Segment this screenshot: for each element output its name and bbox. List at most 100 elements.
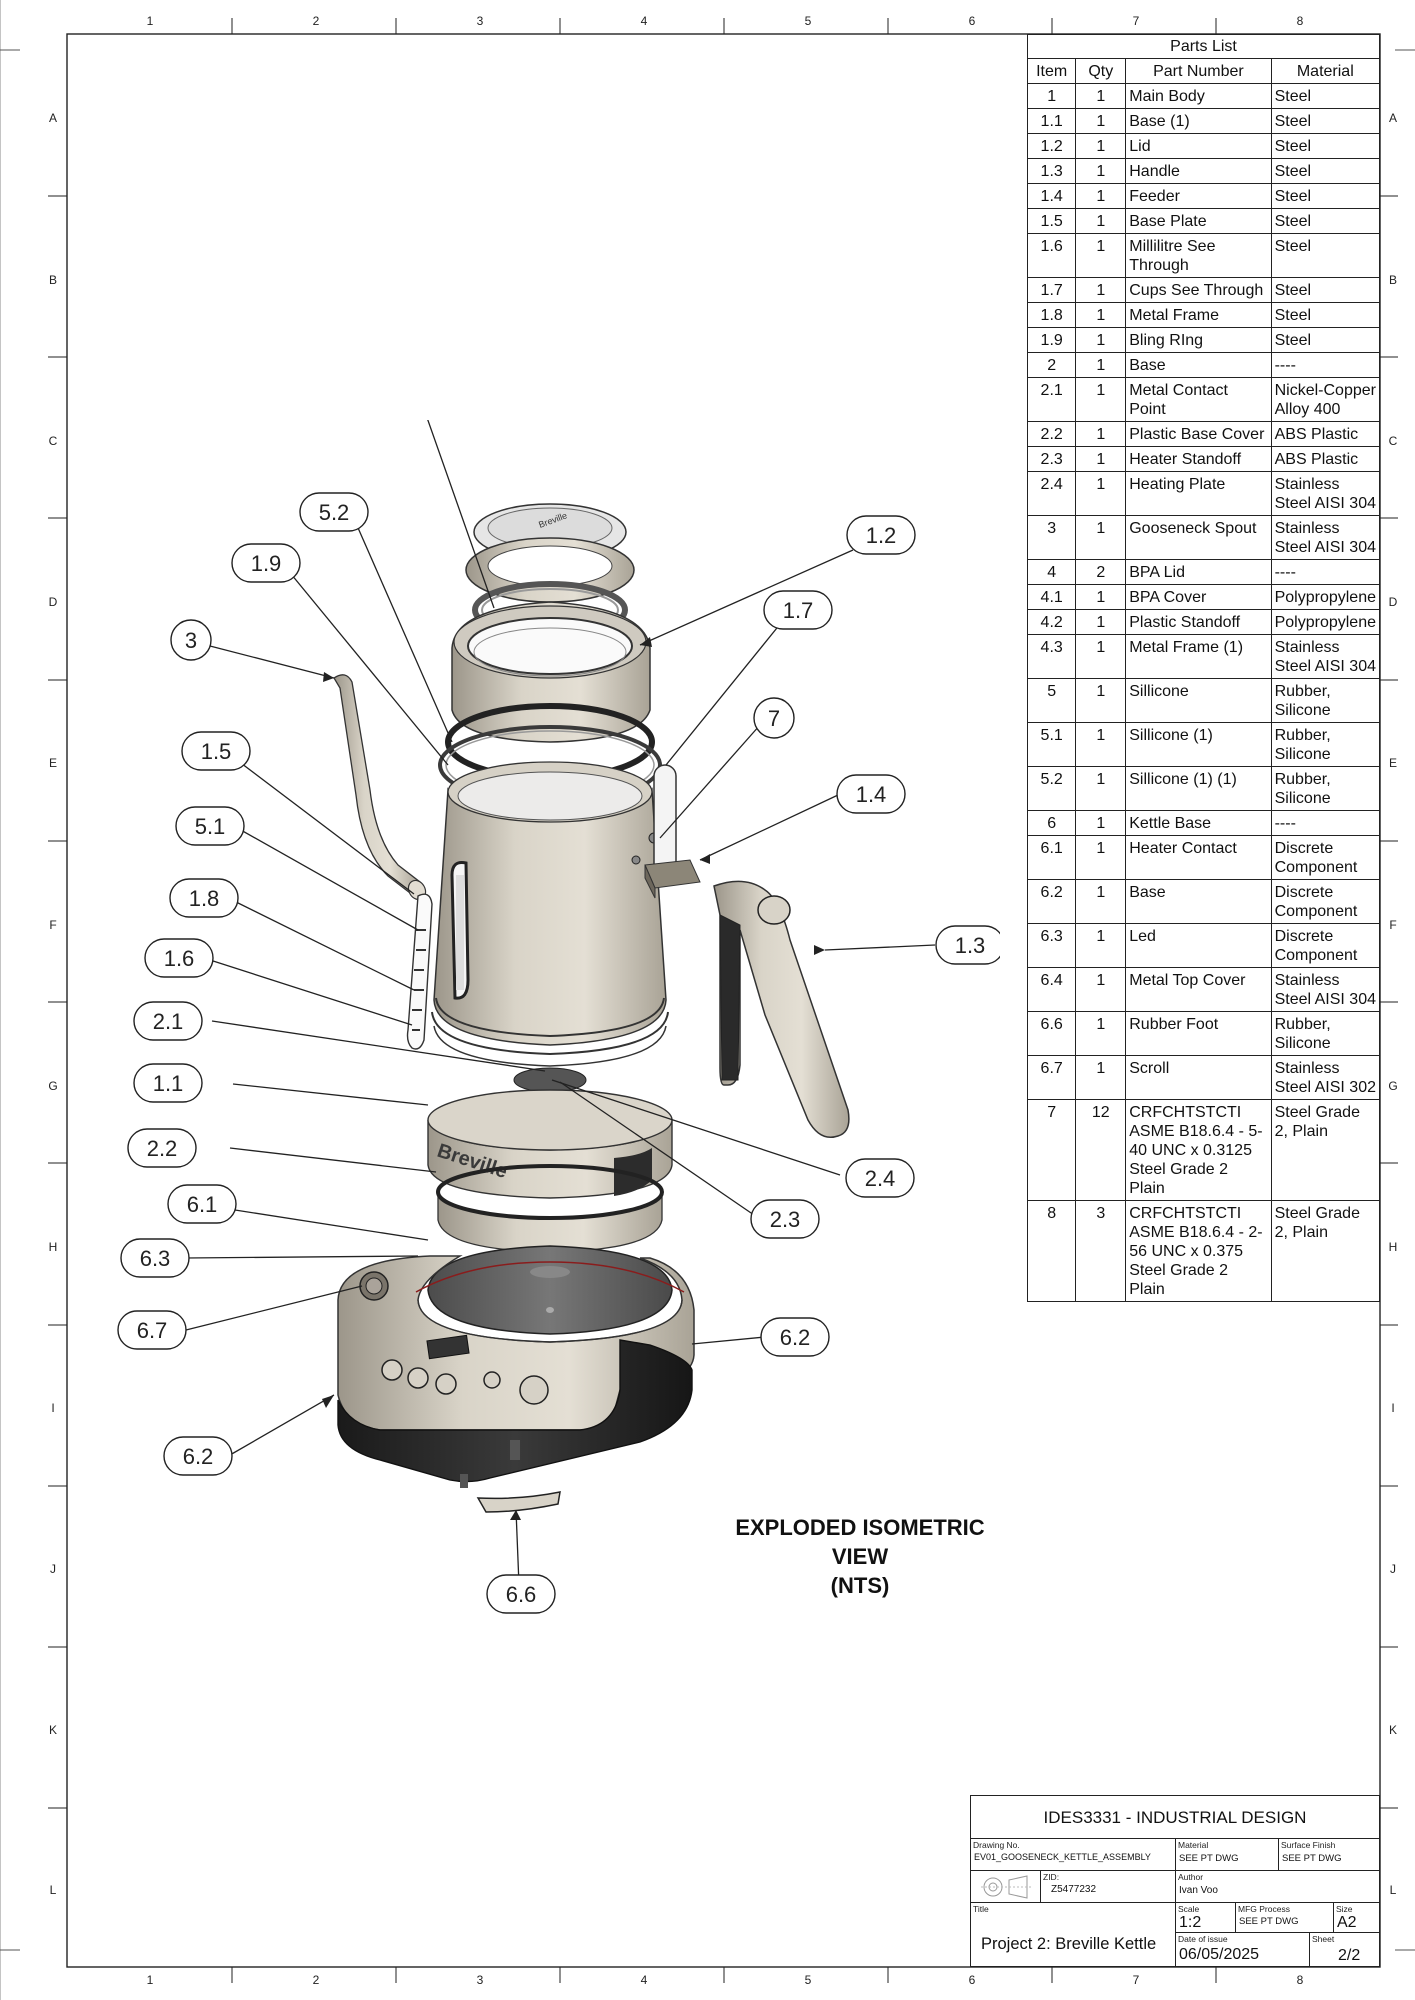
balloon-label: 1.7 <box>783 598 814 623</box>
zone-column-label: 5 <box>804 1973 812 1987</box>
zone-row-label: G <box>1388 1079 1398 1093</box>
scale-value: 1:2 <box>1179 1914 1202 1931</box>
sheet-label: Sheet <box>1312 1934 1335 1944</box>
parts-cell-part: Kettle Base <box>1125 810 1272 836</box>
zone-row-label: L <box>49 1883 57 1897</box>
balloon-label: 1.2 <box>866 523 897 548</box>
balloon-label: 1.3 <box>955 933 986 958</box>
lid-body <box>451 601 651 743</box>
parts-cell-item: 1.4 <box>1026 183 1077 209</box>
parts-cell-material: Discrete Component <box>1270 923 1381 968</box>
date-value: 06/05/2025 <box>1179 1946 1260 1963</box>
parts-cell-part: Metal Frame <box>1125 302 1272 328</box>
parts-cell-part: CRFCHTSTCTI ASME B18.6.4 - 2-56 UNC x 0.… <box>1125 1200 1272 1302</box>
parts-cell-qty: 1 <box>1075 183 1127 209</box>
zone-row-label: F <box>49 918 57 932</box>
callout-balloons: 75.21.931.55.11.81.62.11.12.26.16.36.76.… <box>117 492 1000 1614</box>
zone-row-label: K <box>48 1723 58 1737</box>
parts-cell-part: Heater Contact <box>1125 835 1272 880</box>
parts-cell-part: Heating Plate <box>1125 471 1272 516</box>
drawing-no-label: Drawing No. <box>973 1840 1020 1850</box>
tb-scale-cell: Scale 1:2 <box>1176 1903 1236 1933</box>
parts-cell-qty: 1 <box>1075 879 1127 924</box>
tb-sheet-cell: Sheet 2/2 <box>1310 1933 1379 1967</box>
parts-cell-part: Gooseneck Spout <box>1125 515 1272 560</box>
parts-cell-part: Metal Frame (1) <box>1125 634 1272 679</box>
callout-balloon: 6.6 <box>486 1574 556 1614</box>
parts-cell-part: Metal Top Cover <box>1125 967 1272 1012</box>
parts-cell-item: 4 <box>1026 559 1077 585</box>
parts-cell-part: Base <box>1125 879 1272 924</box>
parts-cell-material: Steel <box>1270 302 1381 328</box>
parts-cell-material: Steel <box>1270 83 1381 109</box>
parts-cell-material: Stainless Steel AISI 304 <box>1270 471 1381 516</box>
zone-row-label: B <box>1388 273 1398 287</box>
tb-logo-cell <box>971 1871 1041 1903</box>
parts-cell-material: ---- <box>1270 559 1381 585</box>
zone-row-label: C <box>48 434 58 448</box>
parts-cell-item: 6.7 <box>1026 1055 1077 1100</box>
parts-cell-part: Plastic Standoff <box>1125 609 1272 635</box>
tb-author-cell: Author Ivan Voo <box>1176 1871 1379 1903</box>
balloon-label: 6.6 <box>506 1582 537 1607</box>
zone-row-label: J <box>50 1562 56 1576</box>
callout-balloon: 3 <box>170 619 212 661</box>
col-header-qty: Qty <box>1075 58 1127 84</box>
title-label: Title <box>973 1904 989 1914</box>
size-label: Size <box>1336 1904 1353 1914</box>
zone-row-label: A <box>48 111 58 125</box>
title-value: Project 2: Breville Kettle <box>981 1935 1157 1953</box>
sheet-value: 2/2 <box>1338 1947 1361 1964</box>
parts-cell-material: Steel <box>1270 208 1381 234</box>
parts-cell-item: 1.1 <box>1026 108 1077 134</box>
parts-cell-material: Discrete Component <box>1270 835 1381 880</box>
parts-cell-item: 3 <box>1026 515 1077 560</box>
balloon-label: 5.2 <box>319 500 350 525</box>
tb-material-cell: Material SEE PT DWG <box>1176 1839 1279 1871</box>
callout-balloon: 5.1 <box>175 806 245 846</box>
parts-cell-qty: 1 <box>1075 233 1127 278</box>
zone-row-label: L <box>1389 1883 1397 1897</box>
parts-cell-item: 2.2 <box>1026 421 1077 447</box>
zone-row-label: H <box>48 1240 58 1254</box>
parts-cell-item: 1.7 <box>1026 277 1077 303</box>
parts-cell-part: Metal Contact Point <box>1125 377 1272 422</box>
parts-cell-item: 6.1 <box>1026 835 1077 880</box>
zone-row-label: H <box>1388 1240 1398 1254</box>
callout-balloon: 1.7 <box>763 590 833 630</box>
heater-contact <box>427 1245 673 1335</box>
parts-cell-material: Nickel-Copper Alloy 400 <box>1270 377 1381 422</box>
parts-cell-part: Rubber Foot <box>1125 1011 1272 1056</box>
millilitre-see-through <box>406 893 433 1050</box>
callout-balloon: 1.8 <box>169 878 239 918</box>
balloon-label: 1.4 <box>856 782 887 807</box>
balloon-label: 6.7 <box>137 1318 168 1343</box>
view-caption: EXPLODED ISOMETRIC VIEW (NTS) <box>700 1513 1020 1600</box>
parts-cell-part: BPA Lid <box>1125 559 1272 585</box>
zone-column-label: 1 <box>146 1973 154 1987</box>
parts-list-table: Parts List Item Qty Part Number Material… <box>1026 34 1381 1302</box>
parts-cell-part: Main Body <box>1125 83 1272 109</box>
parts-cell-qty: 1 <box>1075 722 1127 767</box>
balloon-label: 1.5 <box>201 739 232 764</box>
zone-column-label: 6 <box>968 1973 976 1987</box>
kettle-exploded-illustration: Breville <box>117 420 1000 1614</box>
zid-label: ZID: <box>1043 1872 1060 1882</box>
parts-cell-material: Rubber, Silicone <box>1270 722 1381 767</box>
title-block: IDES3331 - INDUSTRIAL DESIGN Drawing No.… <box>970 1795 1380 1967</box>
parts-cell-material: Steel Grade 2, Plain <box>1270 1200 1381 1302</box>
callout-balloon: 1.4 <box>836 774 906 814</box>
zone-column-label: 8 <box>1296 14 1304 28</box>
tb-course-cell: IDES3331 - INDUSTRIAL DESIGN <box>971 1796 1379 1839</box>
zone-row-label: D <box>48 595 58 609</box>
